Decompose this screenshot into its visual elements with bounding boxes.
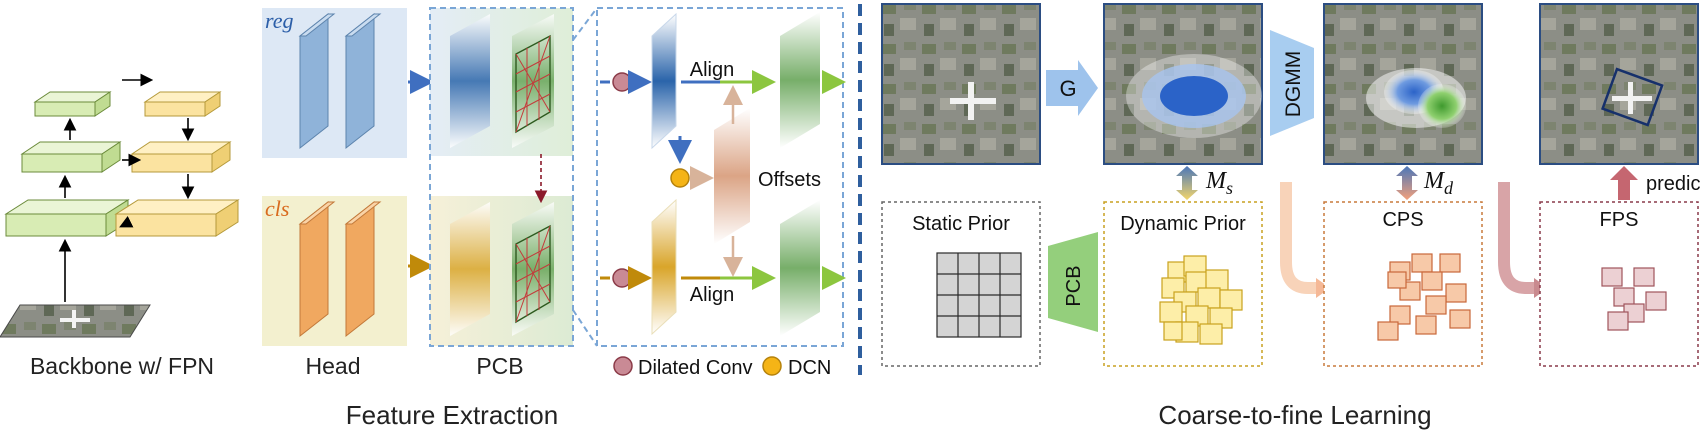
cps-to-fps-arrow xyxy=(1498,182,1534,294)
pcb-trapezoid xyxy=(1048,232,1098,332)
dynamic-boxes xyxy=(1159,255,1243,345)
pcb-cls-feature xyxy=(450,202,490,336)
cps-boxes xyxy=(1377,253,1471,341)
fps-label: FPS xyxy=(1600,209,1639,231)
offsets-feature xyxy=(714,108,750,244)
pcb-cls-deform-grid xyxy=(512,202,554,336)
backbone-arrows xyxy=(58,73,195,302)
legend-dcn-icon xyxy=(762,356,782,376)
reg-branch-bg xyxy=(262,8,407,158)
head: reg cls Head xyxy=(262,8,434,379)
align-bottom-label: Align xyxy=(690,284,734,306)
pcb-trapezoid-label: PCB xyxy=(1063,265,1085,306)
dynamic-prior-label: Dynamic Prior xyxy=(1120,213,1246,235)
coarse-to-fine-title: Coarse-to-fine Learning xyxy=(1158,400,1431,430)
fpn-green-block-3 xyxy=(4,199,130,237)
head-label: Head xyxy=(306,353,361,379)
g-label: G xyxy=(1059,76,1076,101)
pcb-block: PCB xyxy=(429,7,574,379)
aerial-image-prediction xyxy=(1539,3,1699,165)
bottom-aligned-feature xyxy=(780,200,820,336)
cls-conv-plate-2 xyxy=(344,200,382,338)
md-arrow xyxy=(1396,166,1418,200)
static-grid xyxy=(936,252,1022,338)
cls-conv-plate-1 xyxy=(298,200,336,338)
fpn-yellow-block-1 xyxy=(143,91,222,117)
static-prior-label: Static Prior xyxy=(912,213,1010,235)
pcb-reg-feature xyxy=(450,14,490,148)
fpn-green-block-2 xyxy=(20,141,122,173)
dilated-conv-node-top xyxy=(612,72,632,92)
legend-dilated-conv-icon xyxy=(613,356,633,376)
g-arrow xyxy=(1046,60,1098,116)
dilated-conv-node-bottom xyxy=(612,268,632,288)
dynamic-to-cps-arrow xyxy=(1280,182,1316,294)
fpn-green-block-1 xyxy=(33,91,112,117)
reg-label: reg xyxy=(265,8,294,33)
pcb-dashed-frame xyxy=(429,7,574,347)
airplane-icon xyxy=(950,82,996,120)
pcb-label: PCB xyxy=(476,353,523,379)
predict-label: predict xyxy=(1646,173,1700,195)
ms-arrow xyxy=(1176,166,1198,200)
cls-branch-bg xyxy=(262,196,407,346)
ms-label: Ms xyxy=(1205,168,1233,198)
pcb-reg-deform-grid xyxy=(512,14,554,148)
aerial-image-dynamic-prior xyxy=(1323,3,1483,165)
cls-label: cls xyxy=(265,196,289,221)
top-aligned-feature xyxy=(780,12,820,148)
coarse-to-fine: G DGMM Ms Md xyxy=(881,3,1700,367)
backbone: Backbone w/ FPN xyxy=(0,73,240,379)
airplane-icon xyxy=(60,310,90,328)
pcb-zoom-lines xyxy=(572,7,598,347)
md-label: Md xyxy=(1423,168,1454,198)
aerial-image-input xyxy=(881,3,1041,165)
aerial-image-static-prior xyxy=(1103,3,1263,165)
predict-arrow xyxy=(1610,166,1638,200)
top-feature-map xyxy=(651,12,677,150)
pcb-detail-dashed-frame xyxy=(596,7,844,347)
bottom-feature-map xyxy=(651,198,677,336)
offsets-label: Offsets xyxy=(758,169,821,191)
dgmm-label: DGMM xyxy=(1282,51,1305,118)
cps-label: CPS xyxy=(1382,209,1423,231)
feature-extraction-title: Feature Extraction xyxy=(346,400,558,430)
airplane-icon xyxy=(1612,82,1652,114)
dcn-node xyxy=(670,168,690,188)
pcb-detail: Align Align Offsets Dilated Conv DCN xyxy=(596,7,846,379)
reg-conv-plate-1 xyxy=(298,12,336,150)
dgmm-arrow xyxy=(1270,30,1314,136)
reg-conv-plate-2 xyxy=(344,12,382,150)
fps-boxes xyxy=(1601,267,1667,331)
predicted-bbox xyxy=(1601,67,1664,127)
fpn-yellow-block-3 xyxy=(114,199,240,237)
backbone-label: Backbone w/ FPN xyxy=(30,353,214,379)
legend-dcn-label: DCN xyxy=(788,357,831,379)
align-top-label: Align xyxy=(690,59,734,81)
fpn-yellow-block-2 xyxy=(130,141,232,173)
legend-dilated-conv-label: Dilated Conv xyxy=(638,357,753,379)
